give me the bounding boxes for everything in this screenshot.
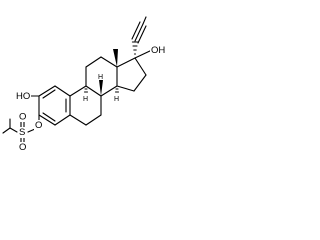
bond-a5 <box>38 114 56 126</box>
bond-a1-double <box>42 89 56 99</box>
atom-label-h-c14: H <box>114 96 119 103</box>
bond-h14-hash <box>114 88 120 93</box>
atom-label-o-s2: O <box>19 142 26 153</box>
bond-a1 <box>38 85 56 97</box>
bond-alkyne-1 <box>134 23 144 42</box>
atom-label-o-s1: O <box>19 112 26 123</box>
bond-ethynyl-hash <box>131 41 139 55</box>
bond-a5-double <box>42 112 56 122</box>
atom-label-h-c8: H <box>98 74 103 81</box>
bond-a2 <box>54 85 71 97</box>
bond-s-ch <box>9 127 18 133</box>
bond-c3 <box>100 56 118 68</box>
bond-c2 <box>85 56 102 68</box>
atom-label-o-ester: O <box>35 120 42 131</box>
bond-b5 <box>69 114 87 126</box>
bond-methyl-wedge <box>113 49 118 67</box>
atom-labels: OH HO O S O O H H H <box>15 44 166 153</box>
atom-label-s: S <box>19 127 25 138</box>
atom-label-oh-c17: OH <box>151 45 165 56</box>
bond-alkyne-2 <box>131 21 141 40</box>
bond-d3 <box>133 74 147 92</box>
bond-h9-hash <box>83 88 89 93</box>
bond-d1 <box>116 57 136 68</box>
bond-b4 <box>85 114 102 126</box>
bond-alkyne-4 <box>142 16 147 25</box>
atom-label-h-c9: H <box>83 96 88 103</box>
bond-c5 <box>100 85 118 97</box>
bond-alkyne-3 <box>137 25 147 44</box>
bond-a4 <box>54 114 71 126</box>
bond-d2 <box>134 57 147 76</box>
bond-o-s <box>27 128 36 133</box>
bond-b1 <box>69 85 87 97</box>
bond-b2 <box>85 85 102 97</box>
atom-label-ho-c3: HO <box>16 91 30 102</box>
bond-lines <box>2 16 153 144</box>
structure-diagram: OH HO O S O O H H H <box>2 16 166 153</box>
bond-h8-wedge <box>99 80 103 96</box>
bond-ch-me1 <box>2 127 11 134</box>
bond-c17-oh <box>134 49 153 59</box>
bond-d4 <box>116 85 135 92</box>
